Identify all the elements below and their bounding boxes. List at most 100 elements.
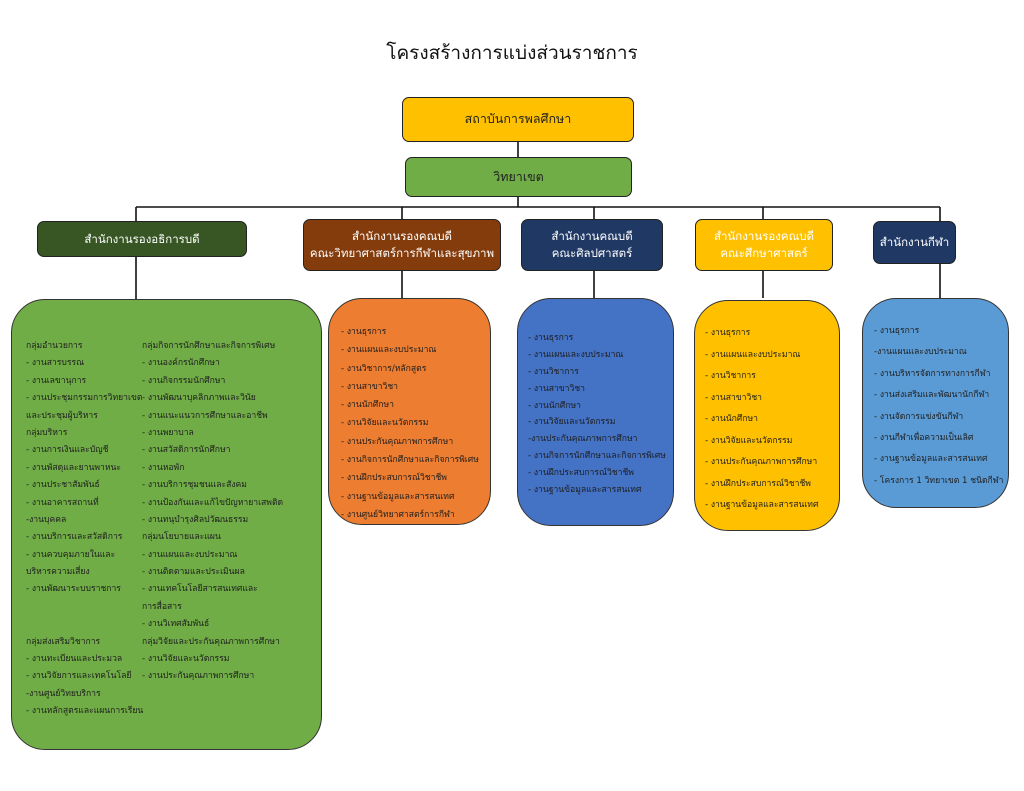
unit-item: - งานวิจัยและนวัตกรรม xyxy=(705,435,793,446)
unit-item: - งานธุรการ xyxy=(705,328,751,338)
unit-item: - งานวิจัยการและเทคโนโลยี xyxy=(26,671,132,682)
page-title: โครงสร้างการแบ่งส่วนราชการ xyxy=(386,42,638,64)
unit-item: - งานบริการชุมชนและสังคม xyxy=(142,480,247,491)
unit-item: - งานหลักสูตรและแผนการเรียน xyxy=(26,706,144,717)
unit-item: กลุ่มนโยบายและแผน xyxy=(142,532,221,543)
unit-item: - งานฝึกประสบการณ์วิชาชีพ xyxy=(705,478,811,489)
unit-item: - งานประกันคุณภาพการศึกษา xyxy=(705,457,818,467)
unit-item: - งานพัฒนาบุคลิกภาพและวินัย xyxy=(142,393,256,404)
unit-item: - งานธุรการ xyxy=(528,333,574,343)
unit-item: - งานสวัสดิการนักศึกษา xyxy=(142,445,231,456)
unit-item: -งานศูนย์วิทยบริการ xyxy=(26,688,101,699)
office-liberal-arts: สำนักงานคณบดี คณะศิลปศาสตร์ xyxy=(521,219,663,271)
panel-5-list: - งานธุรการ -งานแผนและงบประมาณ - งานบริหาร… xyxy=(874,321,1003,492)
unit-item: - งานประกันคุณภาพการศึกษา xyxy=(341,436,454,447)
office-vice-president: สำนักงานรองอธิการบดี xyxy=(37,221,247,257)
unit-item: - งานกิจการนักศึกษาและกิจการพิเศษ xyxy=(528,451,666,462)
unit-item: - งานศูนย์วิทยาศาสตร์การกีฬา xyxy=(341,509,455,520)
unit-item: - งานวิชาการ xyxy=(528,366,579,377)
unit-item: - งานฐานข้อมูลและสารสนเทศ xyxy=(874,454,988,465)
unit-item xyxy=(26,599,143,616)
unit-item: - งานส่งเสริมและพัฒนานักกีฬา xyxy=(874,390,990,401)
panel-4-list: - งานธุรการ - งานแผนและงบประมาณ - งานวิชาก… xyxy=(705,323,818,517)
unit-item: - งานสาขาวิชา xyxy=(528,383,585,394)
unit-item: - งานฝึกประสบการณ์วิชาชีพ xyxy=(341,473,447,484)
office-label: สำนักงานรองคณบดี xyxy=(713,229,815,244)
unit-item: - งานพัสดุและยานพาหนะ xyxy=(26,462,122,473)
unit-item: - งานทะเบียนและประมวล xyxy=(26,654,123,665)
unit-item: และประชุมผู้บริหาร xyxy=(26,410,98,421)
panel-education-units: - งานธุรการ - งานแผนและงบประมาณ - งานวิชาก… xyxy=(694,300,840,531)
unit-item: - งานวิเทศสัมพันธ์ xyxy=(142,619,210,630)
unit-item: กลุ่มบริหาร xyxy=(26,427,68,438)
unit-item: - งานฐานข้อมูลและสารสนเทศ xyxy=(705,500,819,510)
unit-item: - งานวิจัยและนวัตกรรม xyxy=(142,654,230,665)
unit-item: - งานฐานข้อมูลและสารสนเทศ xyxy=(341,491,455,502)
office-label: สำนักงานคณบดี xyxy=(551,229,633,244)
unit-item: - งานประชุมกรรมการวิทยาเขต xyxy=(26,393,143,404)
unit-item: การสื่อสาร xyxy=(142,601,182,612)
unit-item: - งานบริการและสวัสดิการ xyxy=(26,532,123,543)
office-faculty-label: คณะศิลปศาสตร์ xyxy=(551,246,633,260)
office-sports-science: สำนักงานรองคณบดี คณะวิทยาศาสตร์การกีฬาแล… xyxy=(303,219,501,271)
unit-item: - งานพยาบาล xyxy=(142,427,194,438)
unit-item: กลุ่มอำนวยการ xyxy=(26,341,83,351)
office-sports: สำนักงานกีฬา xyxy=(873,221,956,264)
unit-item: - งานสาขาวิชา xyxy=(341,381,398,392)
unit-item: -งานบุคคล xyxy=(26,514,67,525)
unit-item: - โครงการ 1 วิทยาเขต 1 ชนิดกีฬา xyxy=(874,475,1004,486)
unit-item: - งานนักศึกษา xyxy=(528,400,581,411)
campus-label: วิทยาเขต xyxy=(493,168,544,184)
office-label: สำนักงานรองคณบดี xyxy=(351,229,453,244)
panel-vice-president-units: กลุ่มอำนวยการ - งานสารบรรณ - งานเลขานุการ -… xyxy=(11,299,322,750)
unit-item: - งานวิชาการ xyxy=(705,371,756,381)
office-label: สำนักงานกีฬา xyxy=(879,235,950,250)
unit-item xyxy=(26,616,143,633)
unit-item: - งานจัดการแข่งขันกีฬา xyxy=(874,411,964,422)
unit-item: - งานวิจัยและนวัตกรรม xyxy=(341,418,429,429)
unit-item: - งานวิจัยและนวัตกรรม xyxy=(528,417,616,428)
panel-1-right-column: กลุ่มกิจการนักศึกษาและกิจการพิเศษ- งานอง… xyxy=(142,338,283,686)
unit-item: - งานอาคารสถานที่ xyxy=(26,497,99,508)
unit-item: - งานสาขาวิชา xyxy=(705,392,762,403)
root-node: สถาบันการพลศึกษา xyxy=(402,97,634,142)
panel-3-list: - งานธุรการ- งานแผนและงบประมาณ- งานวิชาก… xyxy=(528,330,666,499)
unit-item: - งานบริหารจัดการทางการกีฬา xyxy=(874,368,991,379)
unit-item: - งานสารบรรณ xyxy=(26,358,85,369)
office-label: สำนักงานรองอธิการบดี xyxy=(84,231,200,246)
unit-item: - งานกิจกรรมนักศึกษา xyxy=(142,375,226,386)
panel-sports-units: - งานธุรการ -งานแผนและงบประมาณ - งานบริหาร… xyxy=(862,298,1009,508)
unit-item: - งานแผนและงบประมาณ xyxy=(341,345,437,356)
unit-item: - งานหอพัก xyxy=(142,462,185,473)
unit-item: - งานประกันคุณภาพการศึกษา xyxy=(142,671,255,682)
panel-sports-science-units: - งานธุรการ - งานแผนและงบประมาณ - งานวิชาก… xyxy=(328,298,491,525)
panel-liberal-arts-units: - งานธุรการ- งานแผนและงบประมาณ- งานวิชาก… xyxy=(517,298,674,526)
unit-item: -งานแผนและงบประมาณ xyxy=(874,347,967,358)
unit-item: - งานฐานข้อมูลและสารสนเทศ xyxy=(528,485,642,496)
unit-item: - งานกิจการนักศึกษาและกิจการพิเศษ xyxy=(341,455,479,466)
unit-item: - งานแนะแนวการศึกษาและอาชีพ xyxy=(142,410,268,421)
office-education: สำนักงานรองคณบดี คณะศึกษาศาสตร์ xyxy=(695,219,833,271)
unit-item: - งานเทคโนโลยีสารสนเทศและ xyxy=(142,584,258,595)
unit-item: - งานป้องกันและแก้ไขปัญหายาเสพติด xyxy=(142,497,284,508)
unit-item: - งานฝึกประสบการณ์วิชาชีพ xyxy=(528,468,634,479)
office-faculty-label: คณะวิทยาศาสตร์การกีฬาและสุขภาพ xyxy=(309,246,495,260)
unit-item: - งานนักศึกษา xyxy=(341,400,394,411)
unit-item: กลุ่มกิจการนักศึกษาและกิจการพิเศษ xyxy=(142,341,276,351)
unit-item: - งานวิชาการ/หลักสูตร xyxy=(341,363,427,374)
unit-item: กลุ่มวิจัยและประกันคุณภาพการศึกษา xyxy=(142,636,280,647)
root-label: สถาบันการพลศึกษา xyxy=(464,111,572,127)
unit-item: - งานพัฒนาระบบราชการ xyxy=(26,584,121,595)
unit-item: - งานแผนและงบประมาณ xyxy=(705,349,801,360)
unit-item: - งานธุรการ xyxy=(874,326,920,336)
unit-item: - งานเลขานุการ xyxy=(26,375,87,386)
unit-item: บริหารความเสี่ยง xyxy=(26,567,90,578)
unit-item: - งานประชาสัมพันธ์ xyxy=(26,480,100,491)
unit-item: กลุ่มส่งเสริมวิชาการ xyxy=(26,636,101,647)
unit-item: -งานประกันคุณภาพการศึกษา xyxy=(528,434,638,445)
unit-item: - งานแผนและงบประมาณ xyxy=(142,549,238,560)
unit-item: - งานธุรการ xyxy=(341,327,387,337)
unit-item: - งานการเงินและบัญชี xyxy=(26,445,109,456)
unit-item: - งานติดตามและประเมินผล xyxy=(142,567,245,578)
